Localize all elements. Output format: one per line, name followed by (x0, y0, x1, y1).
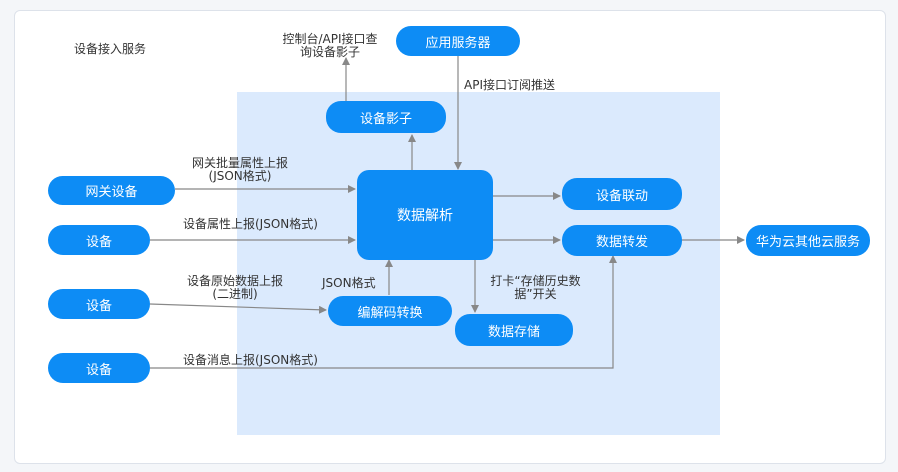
label-gateway-report: 网关批量属性上报 (JSON格式) (180, 157, 300, 183)
label-storage-switch: 打卡“存储历史数 据”开关 (478, 275, 593, 301)
arrow-device3-to-forward (150, 255, 617, 369)
node-data-parse: 数据解析 (357, 170, 493, 260)
node-device-3: 设备 (48, 353, 150, 383)
node-gateway-device: 网关设备 (48, 176, 175, 205)
label-gateway-report-line2: (JSON格式) (208, 169, 272, 183)
node-data-forward: 数据转发 (562, 225, 682, 256)
node-app-server: 应用服务器 (396, 26, 520, 56)
label-console-query-line1: 控制台/API接口查 (282, 32, 378, 46)
node-data-storage: 数据存储 (455, 314, 573, 346)
label-console-query-line2: 询设备影子 (299, 45, 360, 59)
node-codec-conversion: 编解码转换 (328, 296, 452, 326)
node-device-2: 设备 (48, 289, 150, 319)
label-property-report: 设备属性上报(JSON格式) (183, 217, 318, 231)
label-console-query: 控制台/API接口查 询设备影子 (270, 33, 390, 59)
label-storage-switch-line2: 据”开关 (514, 287, 557, 301)
arrow-device2-to-codec (149, 303, 327, 314)
label-message-report: 设备消息上报(JSON格式) (183, 353, 318, 367)
label-json-format: JSON格式 (322, 276, 376, 290)
label-raw-report: 设备原始数据上报 (二进制) (175, 275, 295, 301)
node-device-shadow: 设备影子 (326, 101, 446, 133)
node-device-1: 设备 (48, 225, 150, 255)
node-huawei-cloud-services: 华为云其他云服务 (746, 225, 870, 256)
label-gateway-report-line1: 网关批量属性上报 (191, 156, 288, 170)
diagram-title: 设备接入服务 (74, 42, 147, 56)
label-api-push: API接口订阅推送 (464, 78, 555, 92)
label-raw-report-line2: (二进制) (212, 287, 258, 301)
label-storage-switch-line1: 打卡“存储历史数 (490, 274, 581, 288)
label-raw-report-line1: 设备原始数据上报 (186, 274, 283, 288)
device-access-service-region (237, 92, 720, 435)
node-device-linkage: 设备联动 (562, 178, 682, 210)
